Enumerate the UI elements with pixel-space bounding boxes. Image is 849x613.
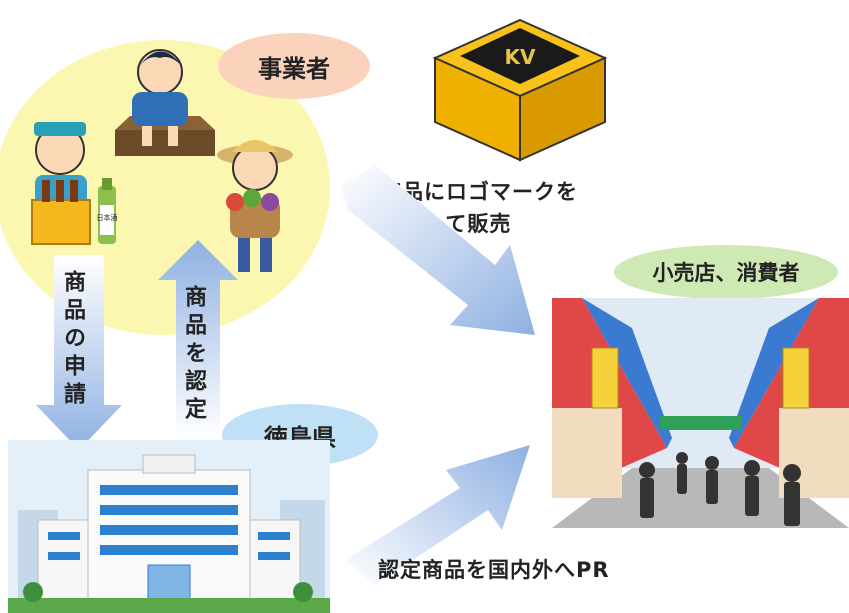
sake-label-text: 日本酒 [97,213,118,222]
workers-illustration: 日本酒 [31,49,293,272]
apply-label-text: 商品の申請 [60,270,85,410]
promote-caption: 認定商品を国内外へPR [378,554,610,584]
farmer-figure [217,140,293,272]
promote-arrow [345,445,530,585]
certify-label: 商品を認定 [177,285,209,425]
certify-label-text: 商品を認定 [181,285,206,425]
promote-caption-text: 認定商品を国内外へPR [378,558,610,582]
business-label: 事業者 [218,33,370,99]
apply-arrow [36,255,122,450]
apply-label: 商品の申請 [56,270,88,410]
logo-product-box: KV [432,18,608,162]
shopping-street-illustration [552,298,849,528]
craftsman-figure [115,49,215,156]
sell-arrow [340,165,535,335]
retail-label-text: 小売店、消費者 [652,261,800,285]
sake-seller-figure: 日本酒 [31,122,118,245]
certify-arrow [158,240,238,438]
logo-mark-icon: KV [505,45,536,69]
business-label-text: 事業者 [258,54,330,83]
prefecture-building-illustration [8,440,330,613]
retail-label: 小売店、消費者 [614,245,838,299]
